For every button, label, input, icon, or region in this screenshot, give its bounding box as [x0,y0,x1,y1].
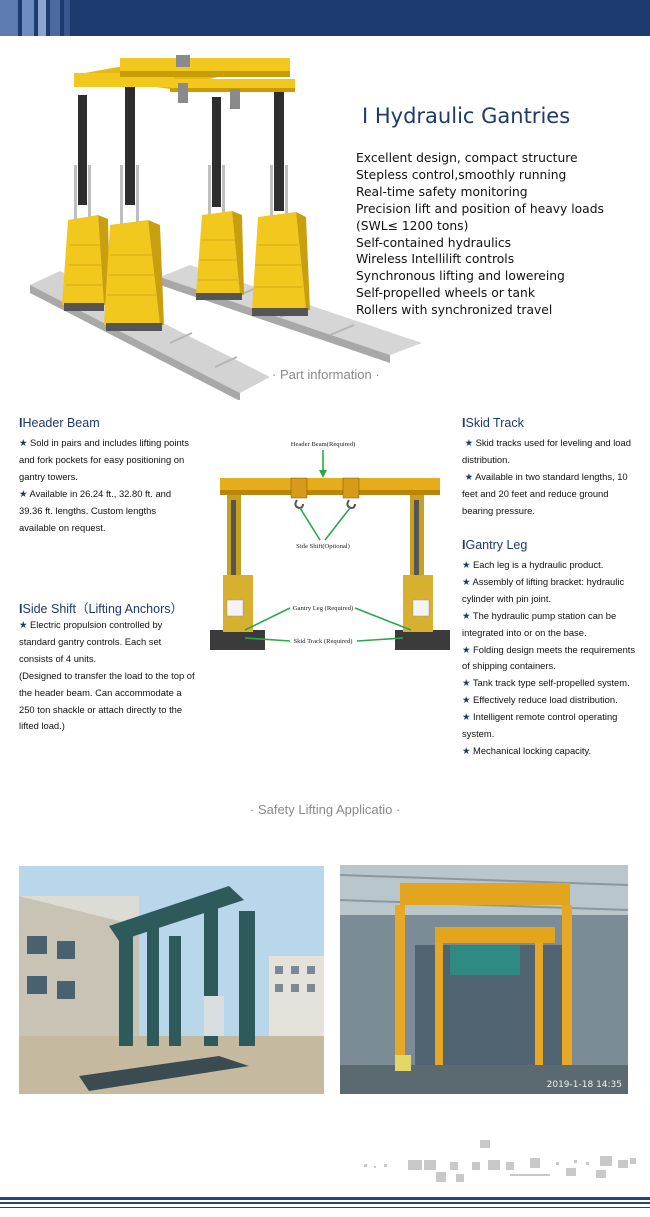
footer-line [0,1197,650,1200]
list-item: ★ Each leg is a hydraulic product. [462,559,604,570]
star-icon: ★ [462,643,474,655]
feature-item: Precision lift and position of heavy loa… [356,201,604,216]
skid-track-title: ISkid Track [462,416,524,430]
list-item: ★ Effectively reduce load distribution. [462,694,618,706]
star-icon: ★ [19,619,31,630]
header-beam-label: Header Beam(Required) [291,441,356,448]
safety-lifting-heading: · Safety Lifting Applicatio · [250,802,401,817]
footer-line [0,1207,650,1208]
indoor-gantry-photo: 2019-1-18 14:35 [340,865,628,1094]
feature-item: Excellent design, compact structure [356,151,578,165]
list-item: ★ Available in 26.24 ft., 32.80 ft. and … [19,487,172,533]
feature-item: Self-contained hydraulics [356,235,512,250]
feature-list: Excellent design, compact structure Step… [356,150,604,319]
part-diagram: Header Beam(Required) Side Shift(Optiona… [210,441,450,650]
footer-line [0,1202,650,1204]
feature-item: Self-propelled wheels or tank [356,286,535,301]
list-item: ★ Sold in pairs and includes lifting poi… [19,437,189,482]
feature-item: Stepless control,smoothly running [356,167,567,182]
skid-track-label: Skid Track (Required) [294,638,353,645]
title-bar: I [19,416,23,430]
header-beam-description: ★ Sold in pairs and includes lifting poi… [19,435,195,536]
list-item: ★ Available in two standard lengths, 10 … [462,470,628,516]
list-item: ★ Intelligent remote control operating s… [462,711,618,740]
gantry-leg-title: IGantry Leg [462,538,528,552]
star-icon: ★ [19,487,30,499]
star-icon: ★ [462,609,473,621]
gantry-leg-description: ★ Each leg is a hydraulic product. ★ Ass… [462,557,642,760]
feature-item: Wireless Intellilift controls [356,252,515,267]
gantry-leg-label: Gantry Leg (Required) [293,605,353,612]
hero-gantry-illustration [30,55,422,400]
star-icon: ★ [19,437,31,448]
skid-track-description: ★ Skid tracks used for leveling and load… [462,435,637,520]
side-shift-note: (Designed to transfer the load to the to… [19,669,195,732]
top-banner [0,0,650,36]
list-item: ★ Mechanical locking capacity. [462,744,592,756]
side-shift-title: ISide Shift（Lifting Anchors） [19,602,183,616]
list-item: ★ Folding design meets the requirements … [462,643,636,672]
title-bar: I [462,416,466,430]
part-information-heading: · Part information · [272,367,380,382]
feature-item: Synchronous lifting and lowereing [356,269,565,284]
star-icon: ★ [462,575,473,587]
star-icon: ★ [462,694,474,706]
header-beam-title: IHeader Beam [19,416,100,430]
list-item: ★ Electric propulsion controlled by stan… [19,619,163,664]
list-item: ★ Skid tracks used for leveling and load… [462,437,631,465]
photo-timestamp: 2019-1-18 14:35 [547,1080,622,1090]
star-icon: ★ [462,744,474,756]
list-item: ★ Assembly of lifting bracket: hydraulic… [462,575,625,604]
hero-title: I Hydraulic Gantries [362,104,571,128]
star-icon: ★ [464,470,476,482]
star-icon: ★ [464,437,476,448]
feature-item: (SWL≤ 1200 tons) [356,218,469,233]
feature-item: Real-time safety monitoring [356,184,528,199]
outdoor-gantry-photo [19,866,324,1094]
title-bar: I [462,538,466,552]
star-icon: ★ [462,559,474,570]
star-icon: ★ [462,677,473,689]
footer-decoration [364,1140,636,1182]
feature-item: Rollers with synchronized travel [356,303,553,318]
list-item: ★ The hydraulic pump station can be inte… [462,609,617,638]
list-item: ★ Tank track type self-propelled system. [462,677,630,689]
title-bar: I [19,602,23,616]
star-icon: ★ [462,711,474,723]
side-shift-description: ★ Electric propulsion controlled by stan… [19,617,195,735]
side-shift-label: Side Shift(Optional) [296,543,350,550]
